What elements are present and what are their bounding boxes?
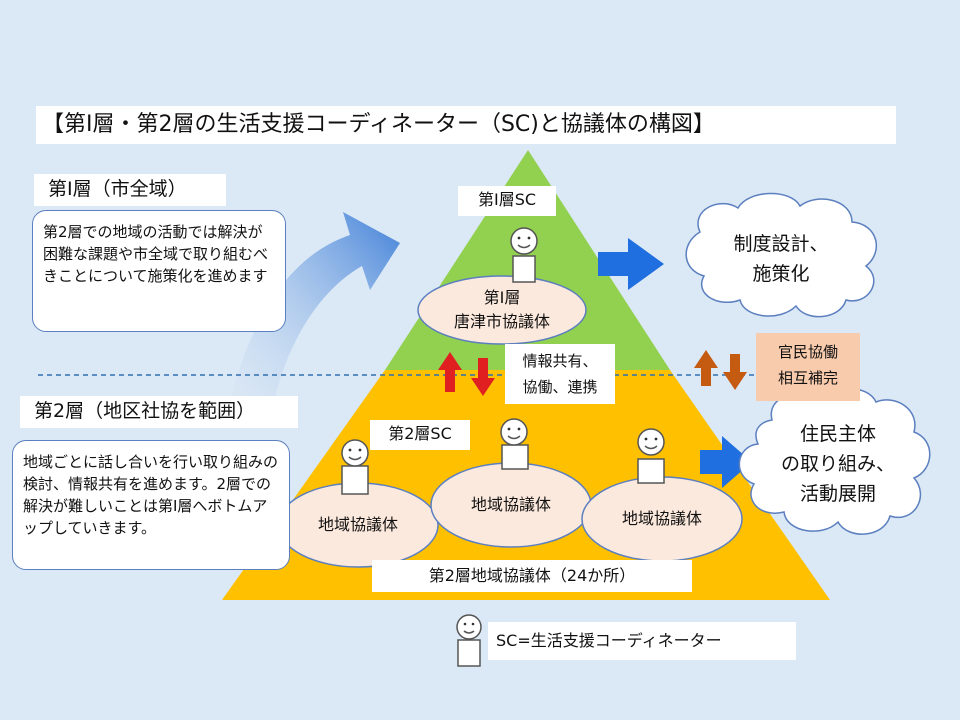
person-icon	[637, 428, 665, 484]
cloud-top-text: 制度設計、 施策化	[733, 233, 829, 285]
level1-council-shape	[417, 275, 587, 345]
diagram-title: 【第Ⅰ層・第2層の生活支援コーディネーター（SC)と協議体の構図】	[36, 106, 896, 144]
right-arrow-icon	[598, 238, 664, 290]
cloud-bottom-text: 住民主体 の取り組み、 活動展開	[780, 423, 895, 505]
person-icon	[510, 227, 538, 283]
up-arrow-icon	[438, 352, 462, 392]
council-1: 地域協議体	[317, 515, 398, 534]
level1-label: 第Ⅰ層（市全域）	[34, 174, 226, 206]
person-icon	[341, 439, 369, 495]
council-3: 地域協議体	[621, 509, 702, 528]
public-private-box: 官民協働 相互補完	[756, 333, 860, 401]
level1-description: 第2層での地域の活動では解決が困難な課題や市全域で取り組むべきことについて施策化…	[32, 210, 286, 332]
level2-label: 第2層（地区社協を範囲）	[20, 396, 298, 428]
cloud-shape-top	[685, 192, 877, 318]
level2-sc-label: 第2層SC	[370, 420, 470, 450]
level1-council: 第Ⅰ層 唐津市協議体	[453, 288, 550, 331]
down-arrow-icon	[723, 354, 747, 390]
right-arrow-icon	[700, 436, 752, 488]
bottom-up-arrow	[228, 212, 400, 408]
legend-text: SC=生活支援コーディネーター	[488, 622, 796, 660]
info-sharing-label: 情報共有、 協働、連携	[505, 344, 615, 404]
up-arrow-icon	[694, 350, 718, 386]
level2-footer: 第2層地域協議体（24か所）	[372, 560, 692, 592]
legend-person-icon	[456, 614, 482, 667]
person-icon	[500, 418, 529, 470]
level1-sc-label: 第Ⅰ層SC	[458, 186, 556, 216]
level2-description: 地域ごとに話し合いを行い取り組みの検討、情報共有を進めます。2層での解決が難しい…	[12, 440, 290, 570]
council-2: 地域協議体	[470, 495, 551, 514]
down-arrow-icon	[471, 358, 495, 396]
